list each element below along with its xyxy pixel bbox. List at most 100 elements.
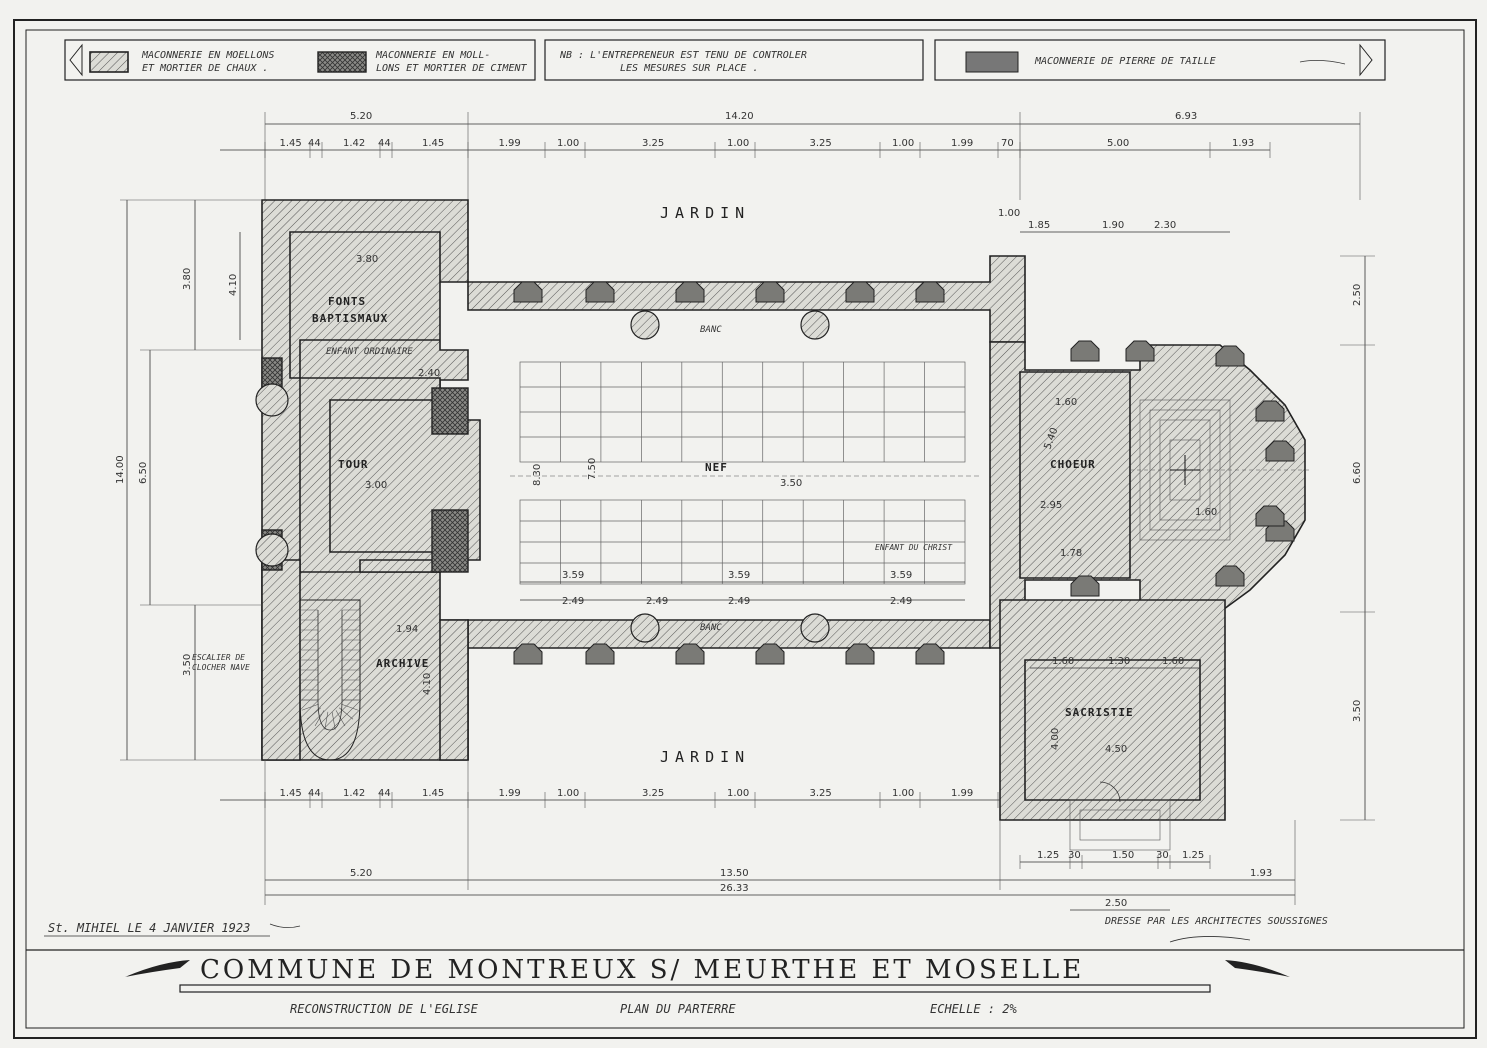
room-labels: FONTS BAPTISMAUX ENFANT ORDINAIRE TOUR N… xyxy=(192,295,1133,719)
legend-item2-line1: MACONNERIE EN MOLL- xyxy=(375,50,490,61)
dim-top-row-14: 1.93 xyxy=(1232,138,1254,149)
dim-top-row-13: 5.00 xyxy=(1107,138,1129,149)
label-bank-bottom: BANC xyxy=(700,623,722,633)
dim-right-0: 2.50 xyxy=(1352,284,1363,306)
dim-top-row-6: 1.00 xyxy=(557,138,579,149)
dim-left-0: 3.80 xyxy=(182,268,193,290)
dim-nave-len: 8.30 xyxy=(532,464,543,486)
dim-misc-12: 2.49 xyxy=(562,596,584,607)
dim-tower-w: 3.00 xyxy=(365,480,387,491)
dim-misc-15: 2.49 xyxy=(890,596,912,607)
dim-bottom-row-10: 1.00 xyxy=(892,788,914,799)
dim-top-row-7: 3.25 xyxy=(642,138,664,149)
dim-arch-l: 4.10 xyxy=(422,673,433,695)
room-fonts-line1: FONTS xyxy=(328,295,366,308)
dim-bottom-row-8: 1.00 xyxy=(727,788,749,799)
dim-misc-5: 1.30 xyxy=(1108,656,1130,667)
dim-top-row-12: 70 xyxy=(1001,138,1014,149)
dim-bottom-row-4: 1.45 xyxy=(422,788,444,799)
legend-item3: MACONNERIE DE PIERRE DE TAILLE xyxy=(1034,56,1216,67)
legend: MACONNERIE EN MOELLONS ET MORTIER DE CHA… xyxy=(64,39,1386,81)
label-bank-top: BANC xyxy=(700,325,722,335)
dim-sac-row-0: 1.25 xyxy=(1037,850,1059,861)
dim-misc-4: 1.60 xyxy=(1052,656,1074,667)
dim-top-row-8: 1.00 xyxy=(727,138,749,149)
dim-misc-0: 1.00 xyxy=(998,208,1020,219)
dim-left-1: 4.10 xyxy=(228,274,239,296)
subtitle-right: ECHELLE : 2% xyxy=(930,1002,1017,1016)
dim-bottom-left: 5.20 xyxy=(350,868,372,879)
dim-sac-total: 2.50 xyxy=(1105,898,1127,909)
dim-choir-w: 2.95 xyxy=(1040,500,1062,511)
room-archive: ARCHIVE xyxy=(376,657,429,670)
dim-sac-w: 4.50 xyxy=(1105,744,1127,755)
legend-item2-line2: LONS ET MORTIER DE CIMENT xyxy=(376,63,527,74)
legend-item1-line2: ET MORTIER DE CHAUX . xyxy=(142,63,268,74)
dim-left-3: 3.50 xyxy=(182,654,193,676)
legend-swatch-stone xyxy=(965,51,1019,73)
right-dimensions: 2.50 6.60 3.50 xyxy=(1340,255,1375,821)
staircase xyxy=(299,599,361,761)
dim-bottom-row-11: 1.99 xyxy=(951,788,973,799)
dim-left-2: 6.50 xyxy=(138,462,149,484)
dim-misc-8: 2.40 xyxy=(418,368,440,379)
dim-top-row-4: 1.45 xyxy=(422,138,444,149)
room-nave: NEF xyxy=(705,461,728,474)
place-date: St. MIHIEL LE 4 JANVIER 1923 xyxy=(48,921,250,935)
inner-border xyxy=(25,29,1465,1029)
room-choir: CHOEUR xyxy=(1050,458,1096,471)
dim-bottom-row-0: 1.45 xyxy=(280,788,302,799)
legend-note-line1: NB : L'ENTREPRENEUR EST TENU DE CONTROLE… xyxy=(559,50,807,61)
dim-misc-17: 1.60 xyxy=(1195,507,1217,518)
building-walls xyxy=(261,199,1306,821)
dim-misc-6: 1.60 xyxy=(1162,656,1184,667)
dim-right-1: 6.60 xyxy=(1352,462,1363,484)
dim-top-row-11: 1.99 xyxy=(951,138,973,149)
dim-bottom-right: 1.93 xyxy=(1250,868,1272,879)
dim-bottom-row-3: 44 xyxy=(378,788,391,799)
sheet-title: COMMUNE DE MONTREUX S/ MEURTHE ET MOSELL… xyxy=(200,955,1084,985)
dim-bottom-row-2: 1.42 xyxy=(343,788,365,799)
dim-bottom-row-6: 1.00 xyxy=(557,788,579,799)
dim-bottom-row-7: 3.25 xyxy=(642,788,664,799)
outer-border xyxy=(13,19,1477,1039)
dim-right-2: 3.50 xyxy=(1352,700,1363,722)
left-dimensions: 3.80 4.10 6.50 3.50 14.00 xyxy=(115,199,262,761)
drafted-by: DRESSE PAR LES ARCHITECTES SOUSSIGNES xyxy=(1104,916,1328,927)
room-fonts-sub: ENFANT ORDINAIRE xyxy=(326,347,413,357)
dim-misc-10: 3.59 xyxy=(728,570,750,581)
dim-misc-16: 1.60 xyxy=(1055,397,1077,408)
dim-sac-l: 4.00 xyxy=(1050,728,1061,750)
room-stair-line1: ESCALIER DE xyxy=(192,653,245,662)
label-enfant: ENFANT DU CHRIST xyxy=(875,543,953,552)
dim-bottom-row-1: 44 xyxy=(308,788,321,799)
dim-bottom-total: 13.50 xyxy=(720,868,749,879)
dim-left-4: 14.00 xyxy=(115,455,126,484)
sacristy-steps xyxy=(1069,781,1171,851)
dim-top-row-0: 1.45 xyxy=(280,138,302,149)
dim-top-right: 6.93 xyxy=(1175,111,1197,122)
room-stair-line2: CLOCHER NAVE xyxy=(192,663,250,672)
room-tower: TOUR xyxy=(338,458,369,471)
dim-fonts-w: 3.80 xyxy=(356,254,378,265)
dim-top-row-9: 3.25 xyxy=(810,138,832,149)
subtitle-left: RECONSTRUCTION DE L'EGLISE xyxy=(290,1002,479,1016)
choir-interior xyxy=(1130,399,1310,541)
dim-overall: 26.33 xyxy=(720,883,749,894)
dim-sac-row-4: 1.25 xyxy=(1182,850,1204,861)
legend-swatch-cement xyxy=(317,51,367,73)
dim-top-row-10: 1.00 xyxy=(892,138,914,149)
dim-top-row-5: 1.99 xyxy=(499,138,521,149)
nave-pews xyxy=(510,361,980,585)
subtitle-mid: PLAN DU PARTERRE xyxy=(620,1002,736,1016)
stone-piers xyxy=(255,281,1295,665)
dim-sac-row-1: 30 xyxy=(1068,850,1081,861)
legend-swatch-hatch xyxy=(89,51,129,73)
dim-misc-9: 3.59 xyxy=(562,570,584,581)
dim-sac-row-3: 30 xyxy=(1156,850,1169,861)
interior-dimensions: 3.80 3.00 8.30 7.50 3.50 2.95 5.40 4.50 … xyxy=(356,208,1230,755)
